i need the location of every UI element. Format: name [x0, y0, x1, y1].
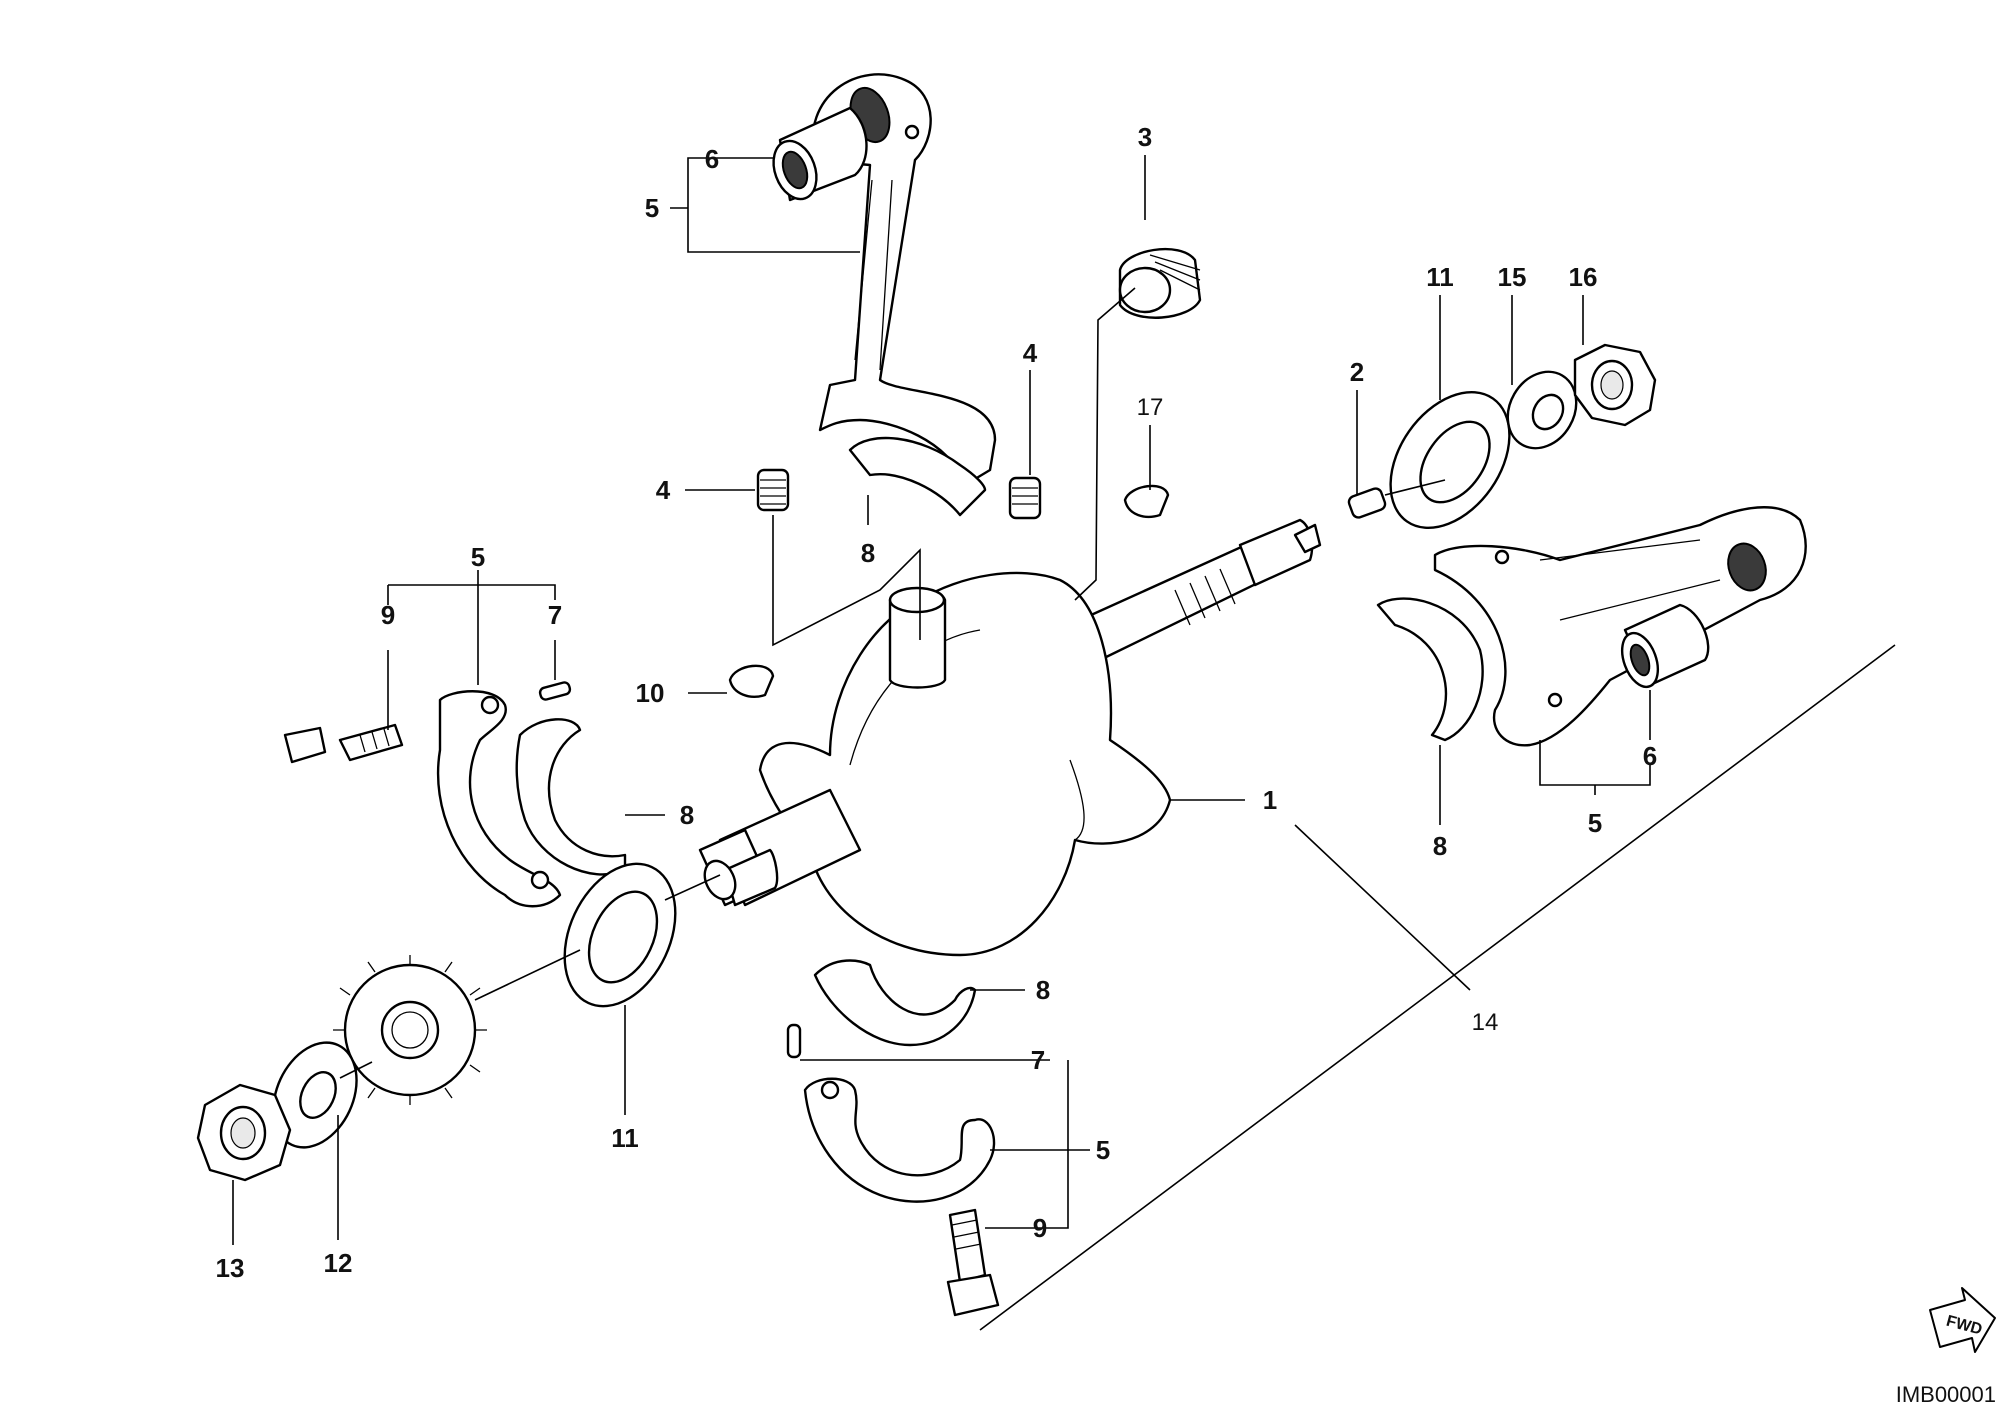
dowel-pin-left — [538, 681, 572, 701]
callout-5-left: 5 — [471, 542, 485, 572]
callout-8-right: 8 — [1433, 831, 1447, 861]
callout-8-upper: 8 — [861, 538, 875, 568]
woodruff-key-10 — [728, 664, 775, 698]
callout-6-upper: 6 — [705, 144, 719, 174]
callout-11-left: 11 — [611, 1123, 639, 1153]
callout-17: 17 — [1137, 394, 1164, 421]
callout-6-right: 6 — [1643, 741, 1657, 771]
callout-12: 12 — [324, 1248, 353, 1278]
small-end-bushing-upper — [772, 106, 868, 202]
callout-1: 1 — [1263, 785, 1277, 815]
washer-15 — [1506, 370, 1578, 450]
callout-7-lower: 7 — [1031, 1045, 1045, 1075]
washer-12 — [272, 1041, 358, 1149]
plug-3 — [1118, 247, 1202, 319]
dowel-pin-lower — [786, 1023, 802, 1059]
thrust-washer-11-left — [563, 862, 677, 1008]
grub-screw-4b — [1008, 476, 1042, 520]
grub-screw-4a — [756, 468, 790, 512]
small-end-bushing-right — [1620, 603, 1710, 689]
bearing-shell-upper — [848, 436, 987, 517]
callout-9-left: 9 — [381, 600, 395, 630]
image-code: IMB00001 — [1896, 1382, 1996, 1407]
bearing-cap-lower — [803, 1077, 996, 1203]
bolt-9-left — [283, 723, 404, 764]
callout-9-lower: 9 — [1033, 1213, 1047, 1243]
bolt-9-lower — [946, 1208, 1000, 1317]
callout-2: 2 — [1350, 357, 1364, 387]
connecting-rod-right — [1433, 506, 1807, 747]
callout-10: 10 — [636, 678, 665, 708]
callout-8-lower: 8 — [1036, 975, 1050, 1005]
callout-7-left: 7 — [548, 600, 562, 630]
nut-16 — [1573, 343, 1657, 427]
grub-screw-2 — [1347, 487, 1387, 519]
thrust-washer-11-right — [1389, 390, 1511, 530]
callout-5-right: 5 — [1588, 808, 1602, 838]
bearing-shell-left — [515, 718, 627, 876]
callout-8-left: 8 — [680, 800, 694, 830]
callout-4-left: 4 — [656, 475, 671, 505]
nut-13 — [196, 1083, 292, 1182]
callout-11-right: 11 — [1426, 262, 1454, 292]
bearing-shell-lower — [813, 959, 977, 1047]
fwd-arrow-icon: FWD — [1929, 1287, 1996, 1353]
crankshaft-1 — [698, 518, 1322, 957]
woodruff-key-17 — [1123, 484, 1170, 519]
callout-3: 3 — [1138, 122, 1152, 152]
callout-5-upper: 5 — [645, 193, 659, 223]
callout-15: 15 — [1498, 262, 1527, 292]
callout-16: 16 — [1569, 262, 1598, 292]
bearing-shell-right — [1376, 597, 1484, 742]
leader-lines — [232, 155, 1896, 1331]
gear-timing — [333, 955, 487, 1105]
callout-4-right: 4 — [1023, 338, 1038, 368]
callout-14: 14 — [1472, 1009, 1499, 1036]
callout-13: 13 — [216, 1253, 245, 1283]
bearing-cap-left — [436, 690, 562, 908]
callout-5-lower: 5 — [1096, 1135, 1110, 1165]
